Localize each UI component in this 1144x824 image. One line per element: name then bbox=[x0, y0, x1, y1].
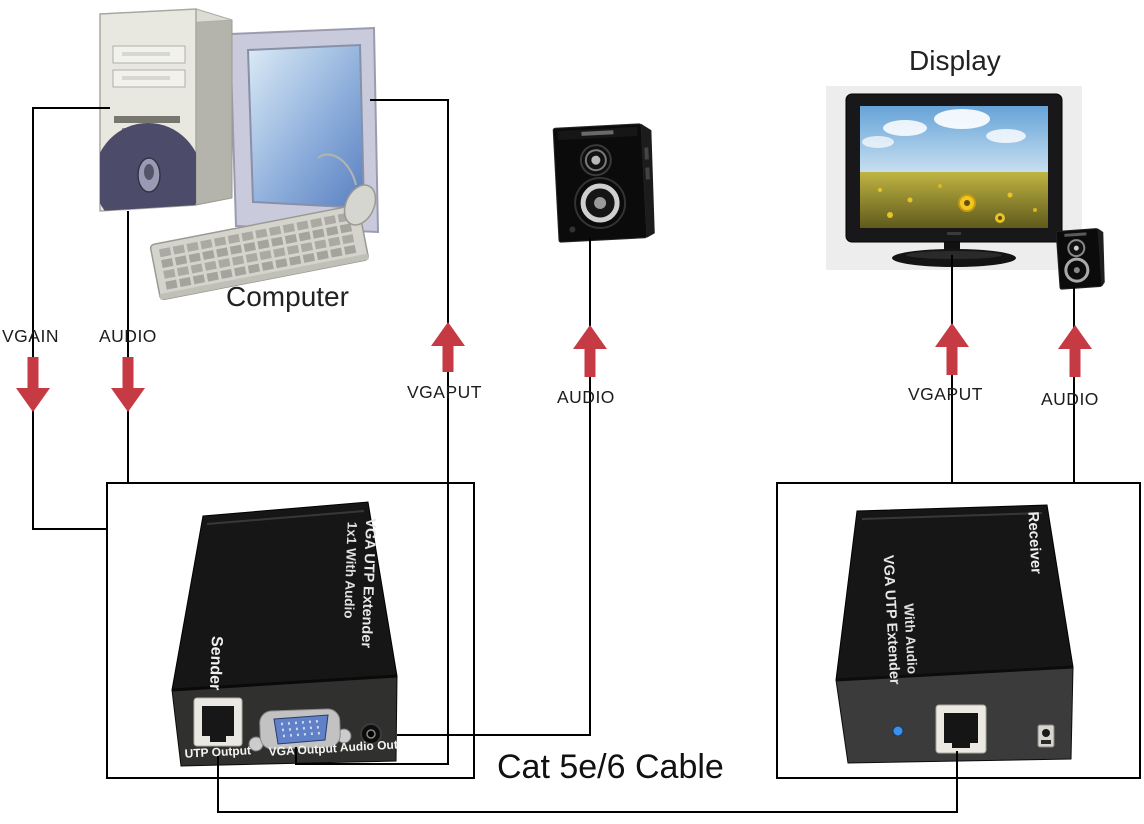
cat5-cable-label: Cat 5e/6 Cable bbox=[497, 748, 724, 786]
display-label: Display bbox=[909, 45, 1001, 76]
speaker-local bbox=[552, 123, 655, 243]
computer-keyboard bbox=[149, 204, 369, 301]
audio-remote-label: AUDIO bbox=[1041, 389, 1099, 409]
sender-outline-box bbox=[106, 482, 475, 779]
audio-pc-down-arrow bbox=[111, 357, 145, 412]
audio-out-label: Audio Out bbox=[339, 737, 398, 754]
computer-label: Computer bbox=[226, 281, 349, 312]
audio-out-jack bbox=[360, 723, 382, 745]
utp-output-label: UTP Output bbox=[184, 743, 251, 760]
dc-power-port bbox=[1037, 724, 1055, 748]
receiver-outline-box bbox=[776, 482, 1141, 779]
audio-local-label: AUDIO bbox=[557, 387, 615, 407]
tv-screen bbox=[860, 106, 1048, 228]
sender-device: VGA UTP Extender 1x1 With Audio Sender U… bbox=[171, 501, 398, 767]
vgaput-local-label: VGAPUT bbox=[407, 382, 482, 402]
receiver-title: VGA UTP Extender bbox=[880, 555, 903, 686]
audio-pc-label: AUDIO bbox=[99, 326, 157, 346]
vgain-cable-line bbox=[32, 107, 110, 530]
vgain-down-arrow bbox=[16, 357, 50, 412]
power-led bbox=[892, 725, 904, 737]
receiver-name: Receiver bbox=[1024, 511, 1044, 575]
sender-title: VGA UTP Extender bbox=[358, 518, 379, 649]
computer-illustration bbox=[99, 8, 380, 301]
cat5-cable-line bbox=[217, 751, 958, 813]
vgaput-local-up-arrow bbox=[431, 322, 465, 372]
receiver-device: VGA UTP Extender With Audio Receiver bbox=[835, 504, 1074, 764]
vgaput-remote-up-arrow bbox=[935, 323, 969, 375]
audio-local-cable-line bbox=[397, 238, 591, 736]
vgaput-remote-label: VGAPUT bbox=[908, 384, 983, 404]
utp-output-port bbox=[193, 697, 243, 747]
display-illustration bbox=[826, 86, 1082, 270]
signal-arrows bbox=[16, 322, 1092, 412]
cable-lines bbox=[32, 99, 1075, 813]
vgaput-local-cable-line bbox=[295, 99, 449, 765]
monitor-screen bbox=[246, 43, 366, 210]
vga-output-label: VGA Output bbox=[268, 741, 337, 759]
receiver-subtitle: With Audio bbox=[901, 603, 920, 674]
computer-tower bbox=[99, 8, 233, 212]
sender-subtitle: 1x1 With Audio bbox=[341, 521, 359, 618]
vgain-label: VGAIN bbox=[2, 326, 59, 346]
speaker-remote bbox=[1055, 228, 1105, 290]
computer-monitor bbox=[228, 26, 380, 263]
utp-input-port bbox=[935, 704, 987, 754]
vga-output-port bbox=[248, 708, 352, 752]
audio-local-up-arrow bbox=[573, 325, 607, 377]
audio-remote-up-arrow bbox=[1058, 325, 1092, 377]
sender-name: Sender bbox=[206, 636, 225, 691]
computer-mouse bbox=[317, 153, 377, 226]
